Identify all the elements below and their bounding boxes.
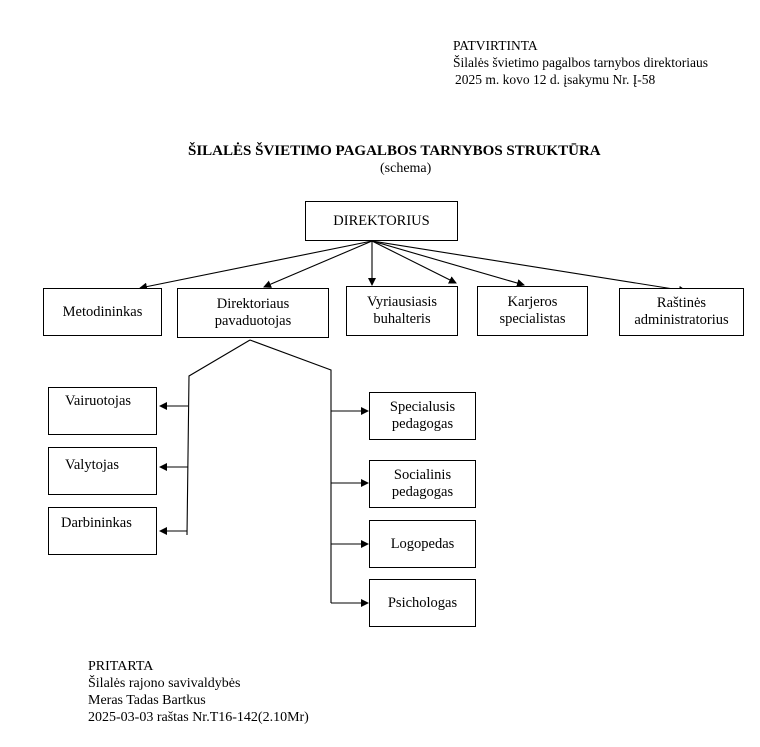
node-methodologist: Metodininkas [43,288,162,336]
node-office-administrator: Raštinės administratorius [619,288,744,336]
connector-director-career [371,240,457,284]
approval-label: PATVIRTINTA [453,38,538,53]
approval-order: 2025 m. kovo 12 d. įsakymu Nr. Į-58 [455,72,656,87]
agreement-label: PRITARTA [88,659,154,674]
node-psychologist: Psichologas [369,579,476,627]
node-driver: Vairuotojas [48,387,157,435]
connector-director-office [371,240,687,294]
approval-authority: Šilalės švietimo pagalbos tarnybos direk… [453,55,708,70]
connector-deputy-right-branch [249,339,332,603]
connector-director-career-2 [371,240,525,287]
node-chief-accountant: Vyriausiasis buhalteris [346,286,458,336]
document-title: ŠILALĖS ŠVIETIMO PAGALBOS TARNYBOS STRUK… [188,143,601,159]
document-subtitle: (schema) [380,161,432,176]
node-speech-therapist: Logopedas [369,520,476,568]
agreement-signatory: Meras Tadas Bartkus [88,693,206,708]
node-special-pedagogue: Specialusis pedagogas [369,392,476,440]
agreement-letter: 2025-03-03 raštas Nr.T16-142(2.10Mr) [88,710,309,725]
connector-director-methodologist [139,240,373,291]
connector-director-deputy [263,240,373,288]
agreement-authority: Šilalės rajono savivaldybės [88,676,241,691]
node-director: DIREKTORIUS [305,201,458,241]
connector-deputy-left-branch [186,339,251,536]
node-social-pedagogue: Socialinis pedagogas [369,460,476,508]
approval-block: PATVIRTINTA Šilalės švietimo pagalbos ta… [453,37,708,88]
node-cleaner: Valytojas [48,447,157,495]
node-career-specialist: Karjeros specialistas [477,286,588,336]
agreement-block: PRITARTA Šilalės rajono savivaldybės Mer… [88,658,309,726]
node-deputy: Direktoriaus pavaduotojas [177,288,329,338]
node-worker: Darbininkas [48,507,157,555]
